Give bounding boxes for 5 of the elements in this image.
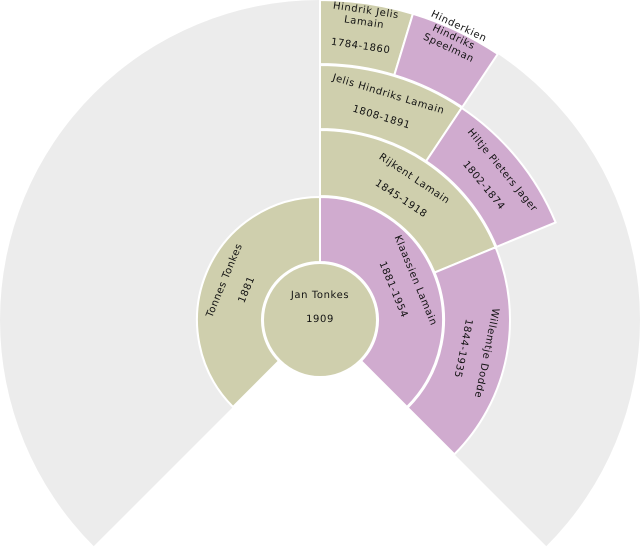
person-name: Jan Tonkes [290,290,350,301]
life-dates: 1784-1860 [330,36,392,56]
person-name: Hindrik Jelis Lamain [332,0,400,32]
life-dates: 1881 [236,274,258,305]
life-dates: 1909 [306,314,334,325]
